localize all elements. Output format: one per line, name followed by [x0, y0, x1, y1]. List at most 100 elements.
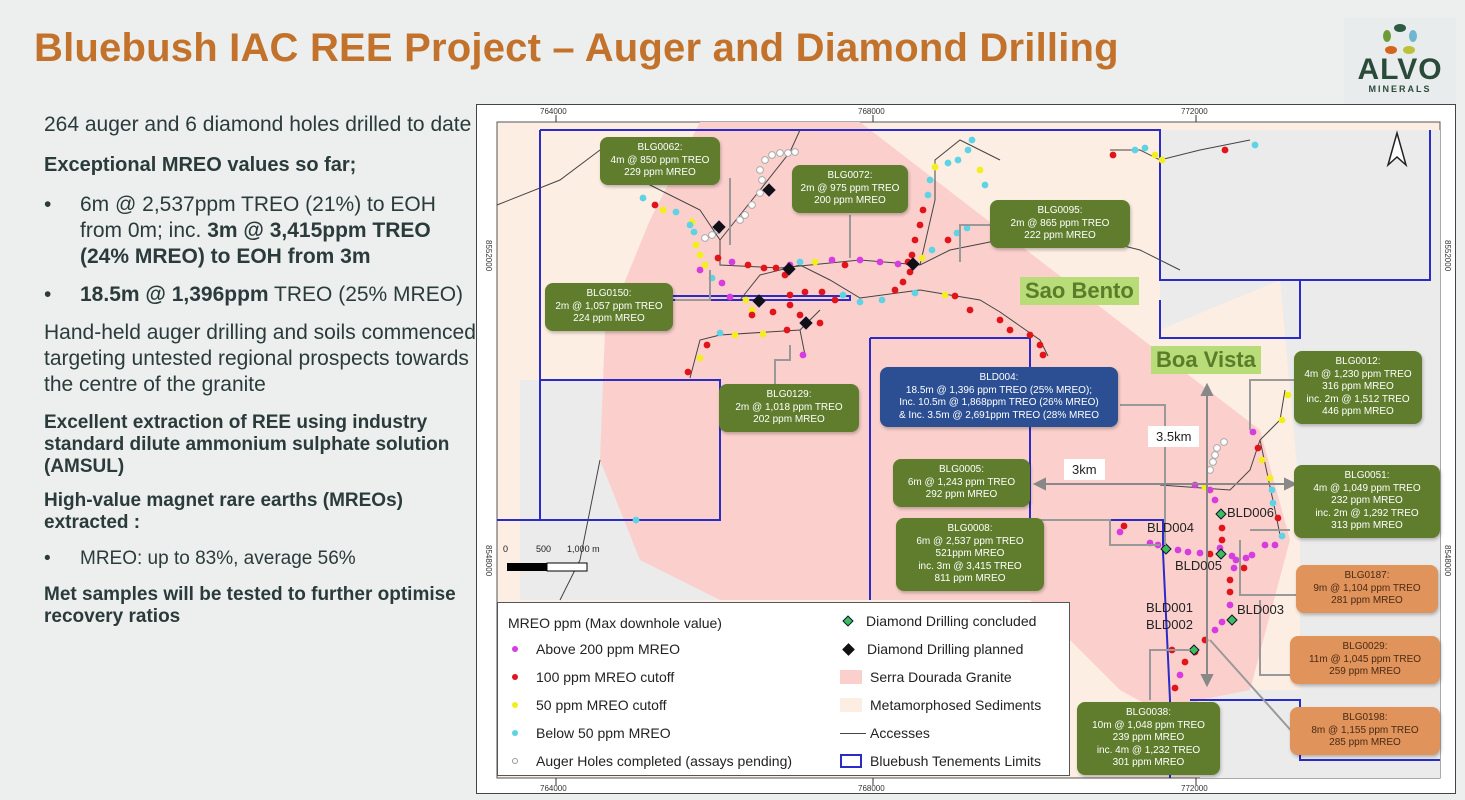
- auger-hole-dot: [891, 286, 899, 294]
- cyan-dot-icon: [512, 730, 518, 736]
- auger-hole-dot: [828, 256, 836, 264]
- auger-hole-dot: [760, 264, 768, 272]
- legend-label: Bluebush Tenements Limits: [870, 753, 1041, 769]
- legend-title: MREO ppm (Max downhole value): [508, 615, 722, 631]
- callout-line: 316 ppm MREO: [1322, 381, 1394, 392]
- map-legend: MREO ppm (Max downhole value) Above 200 …: [497, 602, 1070, 776]
- auger-hole-dot: [1176, 671, 1184, 679]
- legend-item: Metamorphosed Sediments: [840, 697, 1041, 713]
- callout-hole-id: BLG0051:: [1344, 470, 1390, 481]
- auger-hole-dot: [1240, 564, 1248, 572]
- auger-hole-dot: [1036, 341, 1044, 349]
- auger-hole-dot: [894, 260, 902, 268]
- auger-hole-dot: [639, 194, 647, 202]
- hole-label: BLD002: [1146, 617, 1193, 632]
- place-boa-vista: Boa Vista: [1151, 346, 1261, 374]
- hole-label: BLD003: [1237, 602, 1284, 617]
- bullet-1-text: 6m @ 2,537ppm TREO (21%) to EOH from 0m;…: [80, 193, 436, 242]
- planned-diamond-hole: [782, 262, 796, 276]
- auger-hole-dot: [911, 236, 919, 244]
- planned-diamond-hole: [752, 294, 766, 308]
- callout-line: 811 ppm MREO: [934, 573, 1006, 584]
- distance-ew: 3km: [1064, 459, 1105, 480]
- callout-line: 232 ppm MREO: [1331, 495, 1403, 506]
- auger-hole-dot: [964, 146, 972, 154]
- auger-hole-dot: [696, 354, 704, 362]
- auger-hole-dot: [1109, 151, 1117, 159]
- auger-hole-dot: [686, 221, 694, 229]
- magenta-dot-icon: [512, 646, 518, 652]
- scale-0: 0: [503, 544, 509, 554]
- callout-hole-id: BLG0129:: [766, 389, 812, 400]
- easting-label: 768000: [858, 784, 885, 793]
- auger-hole-dot: [906, 268, 914, 276]
- callout-line: 202 ppm MREO: [753, 414, 825, 425]
- auger-hole-dot: [811, 258, 819, 266]
- auger-hole-dot: [1249, 428, 1257, 436]
- callout-hole-id: BLG0198:: [1342, 712, 1388, 723]
- auger-hole-dot: [1141, 144, 1149, 152]
- easting-label: 764000: [540, 107, 567, 116]
- callout-hole-id: BLG0150:: [586, 288, 632, 299]
- legend-label: 100 ppm MREO cutoff: [536, 669, 675, 685]
- callout-hole-id: BLG0038:: [1125, 707, 1172, 718]
- callout-line: 4m @ 1,049 ppm TREO: [1313, 482, 1421, 494]
- auger-hole-dot: [944, 159, 952, 167]
- concluded-diamond-hole: [1215, 548, 1227, 560]
- auger-hole-dot: [791, 148, 799, 156]
- auger-hole-dot: [708, 231, 716, 239]
- callout-line: 2m @ 1,057 ppm TREO: [555, 300, 663, 312]
- auger-hole-dot: [701, 261, 709, 269]
- auger-hole-dot: [1218, 524, 1226, 532]
- hole-label: BLD005: [1175, 558, 1222, 573]
- auger-hole-dot: [931, 163, 939, 171]
- auger-hole-dot: [759, 330, 767, 338]
- auger-hole-dot: [976, 166, 984, 174]
- auger-hole-dot: [768, 151, 776, 159]
- auger-hole-dot: [856, 298, 864, 306]
- legend-label: Auger Holes completed (assays pending): [536, 753, 793, 769]
- callout-line: 259 ppm MREO: [1329, 666, 1401, 677]
- concluded-diamond-hole: [1188, 644, 1200, 656]
- auger-hole-dot: [736, 216, 744, 224]
- legend-label: 50 ppm MREO cutoff: [536, 697, 667, 713]
- mreo-heading: Exceptional MREO values so far;: [44, 154, 357, 176]
- auger-hole-dot: [1213, 444, 1221, 452]
- red-dot-icon: [512, 674, 518, 680]
- auger-hole-dot: [796, 258, 804, 266]
- auger-hole-dot: [963, 224, 971, 232]
- auger-hole-dot: [1251, 141, 1259, 149]
- alvo-logo: ALVO MINERALS: [1344, 18, 1456, 106]
- auger-hole-dot: [1151, 151, 1159, 159]
- hole-label: BLD001: [1146, 600, 1193, 615]
- auger-hole-dot: [796, 311, 804, 319]
- diamond-holes: [712, 183, 1238, 656]
- auger-hole-dot: [1116, 528, 1124, 536]
- intro-text: 264 auger and 6 diamond holes drilled to…: [44, 113, 472, 136]
- easting-label: 772000: [1181, 784, 1208, 793]
- callout-line: 229 ppm MREO: [624, 167, 696, 178]
- logo-subtitle: MINERALS: [1368, 84, 1432, 94]
- callout-line: 281 ppm MREO: [1331, 595, 1403, 606]
- callout-hole-id: BLG0012:: [1335, 356, 1381, 367]
- auger-hole-dot: [1218, 536, 1226, 544]
- callout-line: 10m @ 1,048 ppm TREO: [1092, 719, 1205, 731]
- callout-line: 222 ppm MREO: [1024, 230, 1096, 241]
- auger-hole-dot: [1131, 146, 1139, 154]
- auger-hole-dot: [1196, 549, 1204, 557]
- northing-label: 8552000: [1443, 240, 1452, 272]
- auger-hole-dot: [831, 296, 839, 304]
- callout-line: 2m @ 975 ppm TREO: [800, 182, 900, 194]
- bullet-2: •18.5m @ 1,396ppm TREO (25% MREO): [44, 282, 476, 308]
- auger-text: Hand-held auger drilling and soils comme…: [44, 321, 476, 396]
- auger-hole-dot: [786, 301, 794, 309]
- sediments-swatch: [840, 698, 862, 712]
- callout-hole-id: BLD004:: [979, 372, 1019, 383]
- auger-hole-dot: [690, 228, 698, 236]
- callout-line: 292 ppm MREO: [925, 489, 998, 500]
